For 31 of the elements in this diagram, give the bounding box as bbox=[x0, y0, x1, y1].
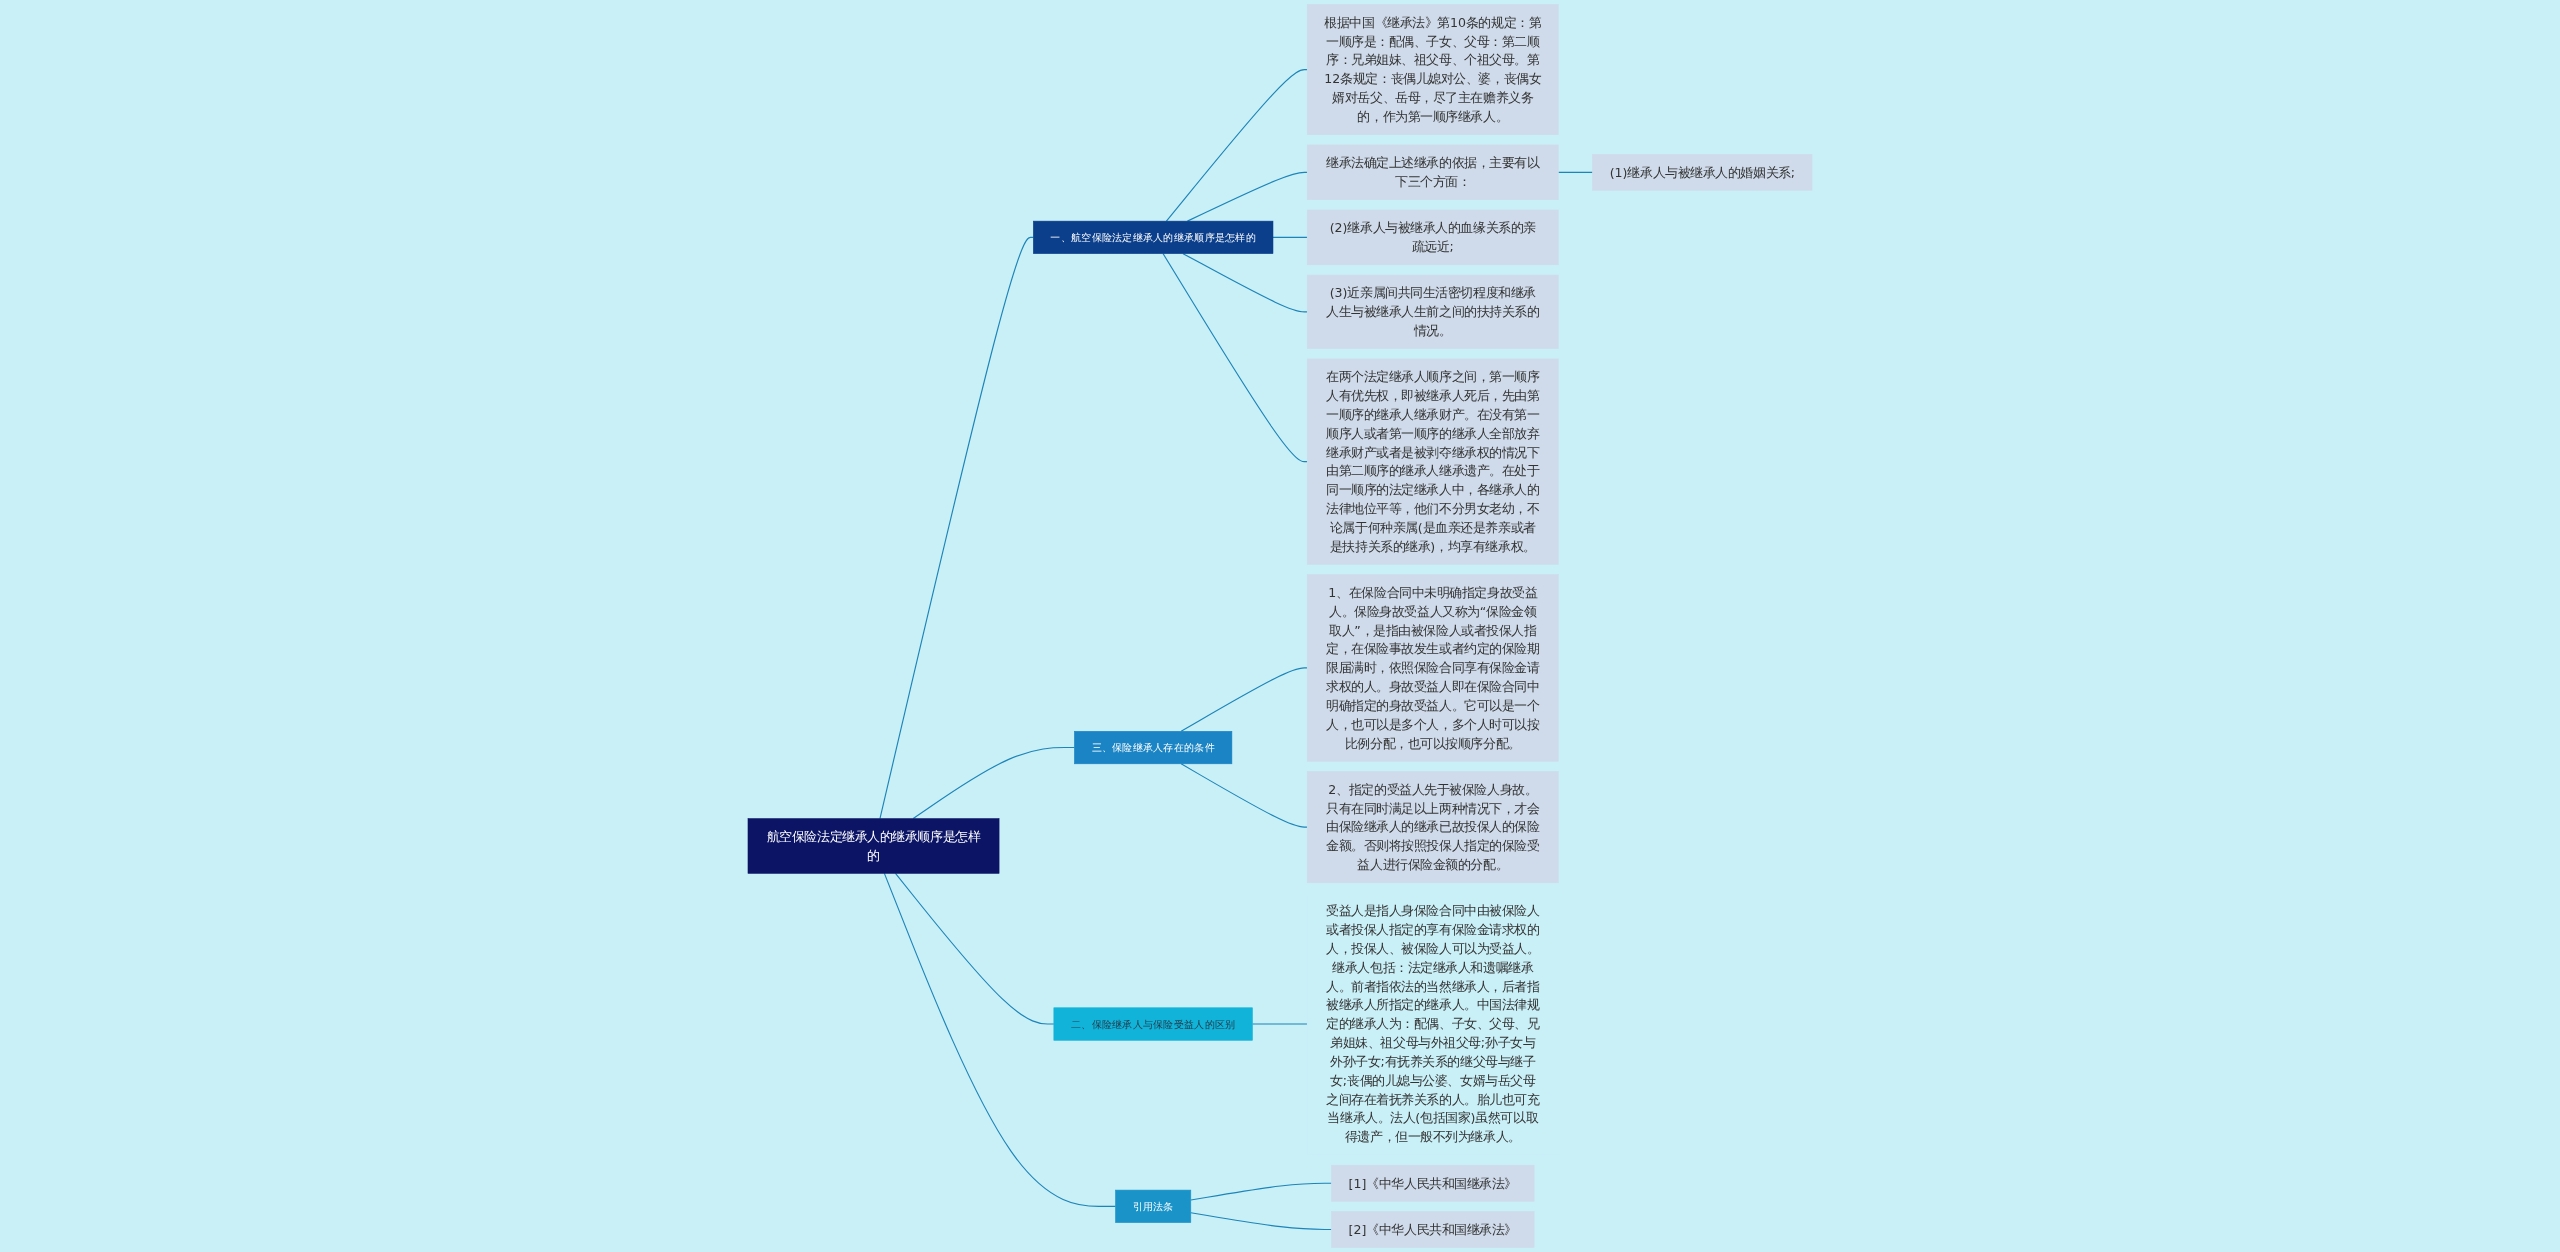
node-box: 2、指定的受益人先于被保险人身故。只有在同时满足以上两种情况下，才会由保险继承人的继承已故投保人的保险金额。否则将按照投保人指定的保险受益人进行保险金额的分配。 bbox=[1306, 771, 1559, 884]
connector bbox=[1182, 253, 1308, 313]
connector bbox=[1190, 1212, 1332, 1231]
node-box: [1]《中华人民共和国继承法》 bbox=[1331, 1164, 1535, 1202]
node-box: 一、航空保险法定继承人的继承顺序是怎样的 bbox=[1033, 220, 1274, 254]
connector bbox=[912, 746, 1075, 820]
connector bbox=[1557, 171, 1594, 173]
node-box: 航空保险法定继承人的继承顺序是怎样的 bbox=[747, 818, 1000, 874]
connector bbox=[1272, 236, 1308, 238]
connector bbox=[1162, 253, 1308, 463]
node-box: 在两个法定继承人顺序之间，第一顺序人有优先权，即被继承人死后，先由第一顺序的继承人继承财产。在没有第一顺序人或者第一顺序的继承人全部放弃继承财产或者是被剥夺继承权的情况下由第二顺序的继承人继承遗产。在处于同一顺序的法定继承人中，各继承人的法律地位平等，他们不分男女老幼，不论属于何种亲属(是血亲还是养亲或者是扶持关系的继承)，均享有继承权。 bbox=[1306, 358, 1559, 565]
connector bbox=[1180, 667, 1308, 732]
node-box: [2]《中华人民共和国继承法》 bbox=[1331, 1211, 1535, 1248]
connector bbox=[1165, 69, 1308, 222]
connector bbox=[879, 236, 1034, 820]
node-box: 三、保险继承人存在的条件 bbox=[1074, 731, 1233, 765]
node-box: (3)近亲属间共同生活密切程度和继承人生与被继承人生前之间的扶持关系的情况。 bbox=[1306, 274, 1559, 349]
node-box: 引用法条 bbox=[1115, 1189, 1192, 1223]
node-box: 继承法确定上述继承的依据，主要有以下三个方面： bbox=[1306, 144, 1559, 200]
node-text: 受益人是指人身保险合同中由被保险人或者投保人指定的享有保险金请求权的人，投保人、被保险人可以为受益人。继承人包括：法定继承人和遗嘱继承人。前者指依法的当然继承人，后者指被继承人所指定的继承人。中国法律规定的继承人为：配偶、子女、父母、兄弟姐妹、祖父母与外祖父母;孙子女与外孙子女;有抚养关系的继父母与继子女;丧偶的儿媳与公婆、女婿与岳父母之间存在着抚养关系的人。胎儿也可充当继承人。法人(包括国家)虽然可以取得遗产，但一般不列为继承人。 bbox=[1326, 903, 1540, 1145]
node-box: 1、在保险合同中未明确指定身故受益人。保险身故受益人又称为“保险金领取人”，是指由被保险人或者投保人指定，在保险事故发生或者约定的保险期限届满时，依照保险合同享有保险金请求权的人。身故受益人即在保险合同中明确指定的身故受益人。它可以是一个人，也可以是多个人，多个人时可以按比例分配，也可以按顺序分配。 bbox=[1306, 574, 1559, 762]
node-box: (1)继承人与被继承人的婚姻关系; bbox=[1592, 154, 1813, 191]
connector bbox=[1186, 171, 1308, 222]
connector bbox=[1190, 1182, 1332, 1201]
node-box: 二、保险继承人与保险受益人的区别 bbox=[1053, 1007, 1253, 1041]
node-box: (2)继承人与被继承人的血缘关系的亲疏远近; bbox=[1306, 209, 1559, 266]
connector bbox=[1180, 763, 1308, 828]
connector bbox=[894, 872, 1055, 1025]
connector bbox=[1251, 1023, 1308, 1025]
node-box: 根据中国《继承法》第10条的规定：第一顺序是：配偶、子女、父母：第二顺序：兄弟姐妹、祖父母、个祖父母。第12条规定：丧偶儿媳对公、婆，丧偶女婿对岳父、岳母，尽了主在赡养义务的，作为第一顺序继承人。 bbox=[1306, 4, 1559, 135]
connector bbox=[883, 872, 1117, 1207]
